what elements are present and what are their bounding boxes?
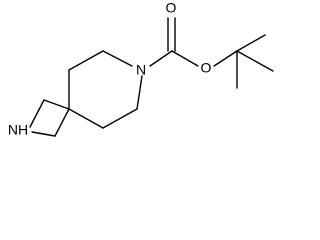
ester-oxygen-label: O (201, 60, 212, 76)
azetidine-bond-ch2-upper-spiro (43, 99, 70, 110)
ring-nitrogen-label: N (136, 62, 146, 78)
piperidine-bond-upper-left-top-left (68, 50, 104, 71)
piperidine-bond-right-bottom (102, 108, 138, 129)
bond-carbonyl-carbon-ester-oxygen (171, 50, 199, 67)
bond-tbutyl-methyl-top (236, 34, 266, 52)
bond-n-carbonyl-carbon (149, 50, 173, 67)
azetidine-bond-spiro-ch2-lower (54, 108, 70, 137)
azetidine-bond-nh-ch2-upper (29, 99, 45, 128)
azetidine-nh-label: NH (8, 122, 28, 138)
piperidine-bond-bottom-spiro (68, 108, 104, 129)
chemical-structure: N O O NH (8, 0, 274, 138)
bond-tbutyl-methyl-right (236, 50, 274, 72)
piperidine-bond-n-right (136, 75, 143, 110)
piperidine-bond-top-left-n (102, 50, 133, 67)
bond-ester-oxygen-quaternary-carbon (213, 50, 238, 67)
azetidine-bond-ch2-lower-nh (31, 131, 56, 137)
carbonyl-oxygen-label: O (166, 0, 177, 16)
